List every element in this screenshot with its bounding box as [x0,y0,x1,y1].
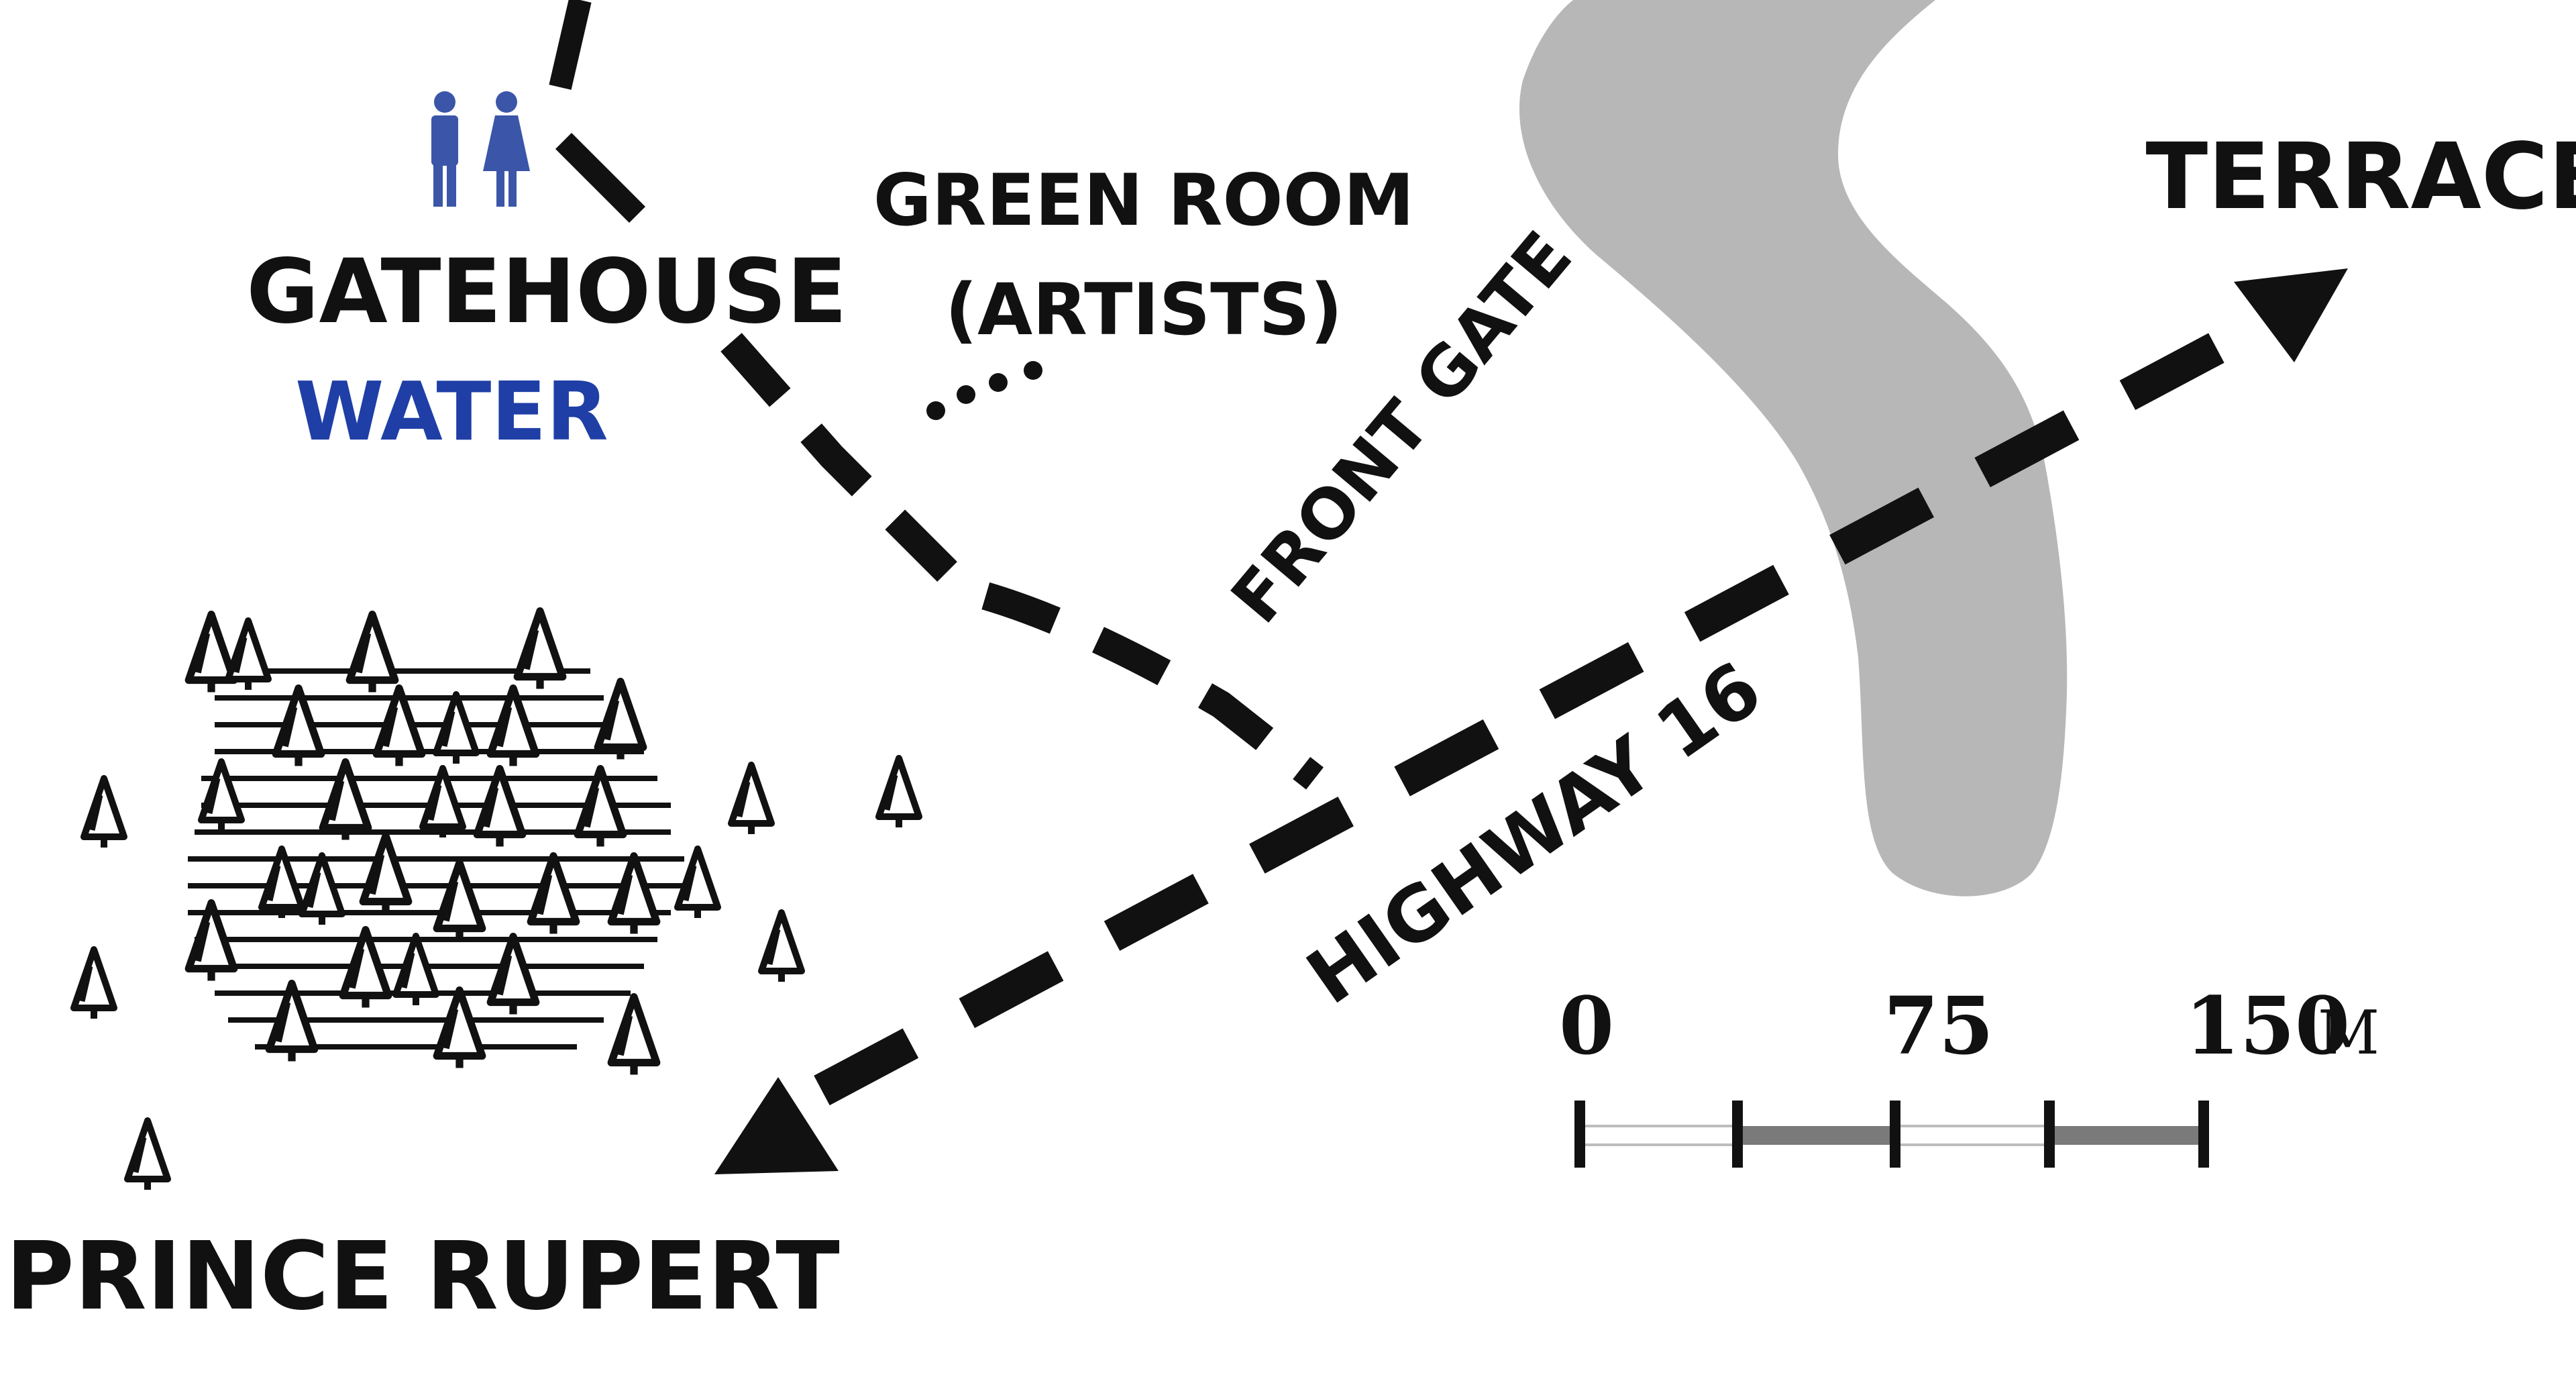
arrow-prince-rupert-icon [714,1077,839,1174]
prince-rupert-label: PRINCE RUPERT [5,1222,840,1331]
highway-16-line [814,300,2286,1106]
arrow-terrace-icon [2234,268,2348,362]
path-gatehouse-east [555,132,646,223]
path-gatehouse-to-junction [720,333,1324,790]
scale-unit-label: M [2318,998,2379,1068]
terrace-label: TERRACE [2145,124,2576,230]
tree-icon [74,950,114,1019]
green-room-artists-label: (ARTISTS) [945,268,1343,351]
gatehouse-label: GATEHOUSE [246,240,847,344]
path-gatehouse-north [549,0,592,90]
scale-tick-75-label: 75 [1884,979,1994,1072]
restroom-icon [431,91,530,207]
path-green-room-dots [926,361,1042,420]
tree-icon [127,1121,168,1190]
scale-tick-0-label: 0 [1559,979,1614,1072]
tree-icon [731,765,771,834]
water-label: WATER [295,366,608,459]
tree-icon [879,758,919,827]
highway-16-label: HIGHWAY 16 [1292,646,1777,1021]
lake-shape [1519,0,2068,897]
tree-icon [761,913,802,982]
scale-tick-150-label: 150 [2185,979,2350,1072]
green-room-label: GREEN ROOM [873,159,1414,242]
scale-bar: 0 75 150 M [1559,979,2379,1168]
tree-icon [84,778,124,848]
forest-icon [188,611,718,1075]
